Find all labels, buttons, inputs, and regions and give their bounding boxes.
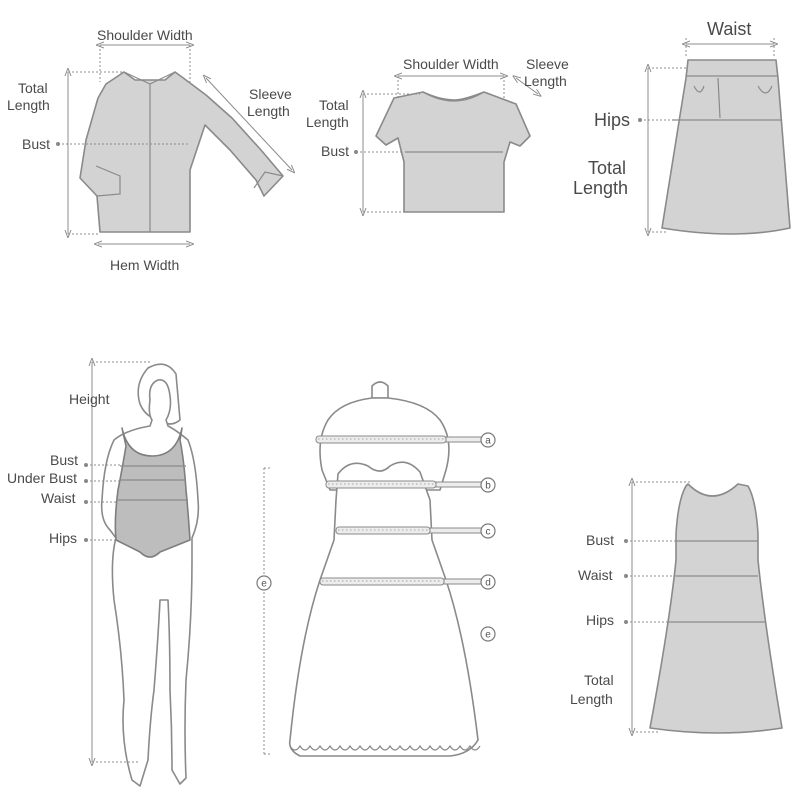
tape-a-tail: [445, 436, 483, 443]
tape-b-tail: [435, 481, 483, 488]
tape-c-tail: [429, 527, 483, 534]
sleeveless-dress-figure: [649, 483, 783, 734]
dress-marker-e: e: [480, 626, 496, 642]
dress-marker-b-text: b: [485, 481, 491, 492]
dress-marker-e-text: e: [485, 630, 491, 641]
tape-a: [315, 435, 447, 444]
sleeveless-total-length-label-line2: Length: [570, 691, 613, 707]
shirt-bust-label: Bust: [22, 136, 50, 152]
shirt-shoulder-width-label: Shoulder Width: [97, 27, 193, 43]
sleeveless-hips-label: Hips: [586, 612, 614, 628]
shirt-hem-width-label: Hem Width: [110, 257, 179, 273]
sleeveless-dress-body: [649, 483, 783, 734]
mannequin-neck: [371, 381, 389, 399]
dress-marker-d: d: [480, 574, 496, 590]
sleeveless-waist-label: Waist: [578, 567, 613, 583]
dress-body: [288, 461, 479, 757]
skirt-pocket-right: [757, 85, 773, 94]
shirt-total-length-label-line2: Length: [7, 97, 50, 113]
sleeveless-bust-label: Bust: [586, 532, 614, 548]
skirt-hips-label: Hips: [594, 110, 630, 130]
dress-marker-d-text: d: [485, 578, 491, 589]
body-bust-label: Bust: [50, 452, 78, 468]
tshirt-sleeve-length-label-line1: Sleeve: [526, 56, 569, 72]
skirt-waist-label: Waist: [707, 19, 751, 39]
tshirt-total-length-label-line1: Total: [319, 97, 349, 113]
tshirt-neckline: [422, 91, 485, 102]
dress-marker-a-text: a: [485, 436, 491, 447]
skirt-body: [661, 59, 791, 235]
dress-hem-lace: [289, 744, 481, 751]
body-dimensions: [84, 362, 150, 762]
dress-dimensions: [263, 467, 272, 755]
dress-marker-a: a: [480, 432, 496, 448]
body-swimsuit: [114, 427, 191, 558]
shirt-dimensions: [56, 45, 292, 244]
skirt-pocket-left: [693, 85, 705, 93]
dress-marker-c-text: c: [486, 527, 491, 538]
body-silhouette: [100, 379, 200, 787]
sleeveless-total-length-label-line1: Total: [584, 672, 614, 688]
skirt-figure: [661, 59, 791, 235]
shirt-sleeve-length-label-line1: Sleeve: [249, 86, 292, 102]
dress-marker-b: b: [480, 477, 496, 493]
dress-side-marker-text: e: [261, 579, 267, 590]
tape-b: [325, 480, 437, 489]
tshirt-bust-label: Bust: [321, 143, 349, 159]
tshirt-figure: [375, 91, 531, 213]
sleeveless-dress-dimensions: [624, 482, 690, 732]
shirt-total-length-label-line1: Total: [18, 80, 48, 96]
tshirt-dimensions: [354, 76, 538, 212]
body-figure: [100, 363, 200, 787]
skirt-total-length-label-line2: Length: [573, 178, 628, 198]
tape-c: [335, 526, 431, 535]
body-height-label: Height: [69, 391, 110, 407]
skirt-dimensions: [638, 38, 774, 232]
tape-d: [319, 577, 445, 586]
tshirt-shoulder-width-label: Shoulder Width: [403, 56, 499, 72]
dress-side-marker: e: [256, 575, 272, 591]
shirt-sleeve-length-label-line2: Length: [247, 103, 290, 119]
body-hips-label: Hips: [49, 530, 77, 546]
tape-d-tail: [443, 578, 483, 585]
shirt-cuff-left: [95, 165, 121, 197]
body-waist-label: Waist: [41, 490, 76, 506]
skirt-total-length-label-line1: Total: [588, 158, 626, 178]
tshirt-total-length-label-line2: Length: [306, 114, 349, 130]
body-under-bust-label: Under Bust: [7, 470, 77, 486]
skirt-zipper: [717, 77, 721, 119]
dress-marker-c: c: [480, 523, 496, 539]
dress-figure: [288, 381, 483, 757]
tshirt-sleeve-length-label-line2: Length: [524, 73, 567, 89]
